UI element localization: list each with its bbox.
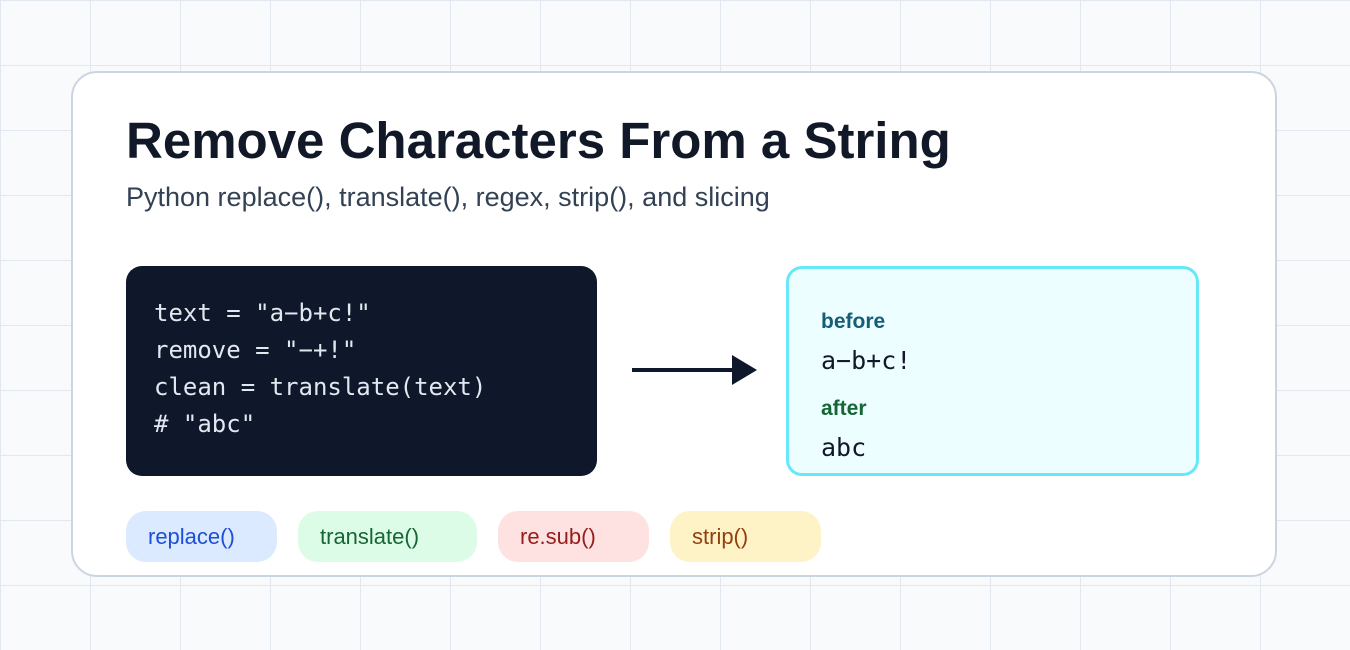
page-subtitle: Python replace(), translate(), regex, st…: [126, 182, 770, 212]
method-chip-replace: replace(): [126, 511, 277, 562]
before-value: a−b+c!: [821, 346, 912, 375]
arrow-right-icon: [632, 355, 757, 385]
before-label: before: [821, 310, 886, 333]
result-panel: before a−b+c! after abc: [786, 266, 1199, 476]
page-title: Remove Characters From a String: [126, 112, 951, 169]
after-label: after: [821, 397, 867, 420]
code-panel: text = "a−b+c!" remove = "−+!" clean = t…: [126, 266, 597, 476]
after-value: abc: [821, 433, 867, 462]
method-chip-re-sub: re.sub(): [498, 511, 649, 562]
code-line: # "abc": [154, 410, 256, 438]
diagram-card: Remove Characters From a String Python r…: [71, 71, 1277, 577]
method-chip-strip: strip(): [670, 511, 821, 562]
method-chip-translate: translate(): [298, 511, 477, 562]
code-line: text = "a−b+c!": [154, 299, 371, 327]
code-line: clean = translate(text): [154, 373, 487, 401]
code-line: remove = "−+!": [154, 336, 357, 364]
